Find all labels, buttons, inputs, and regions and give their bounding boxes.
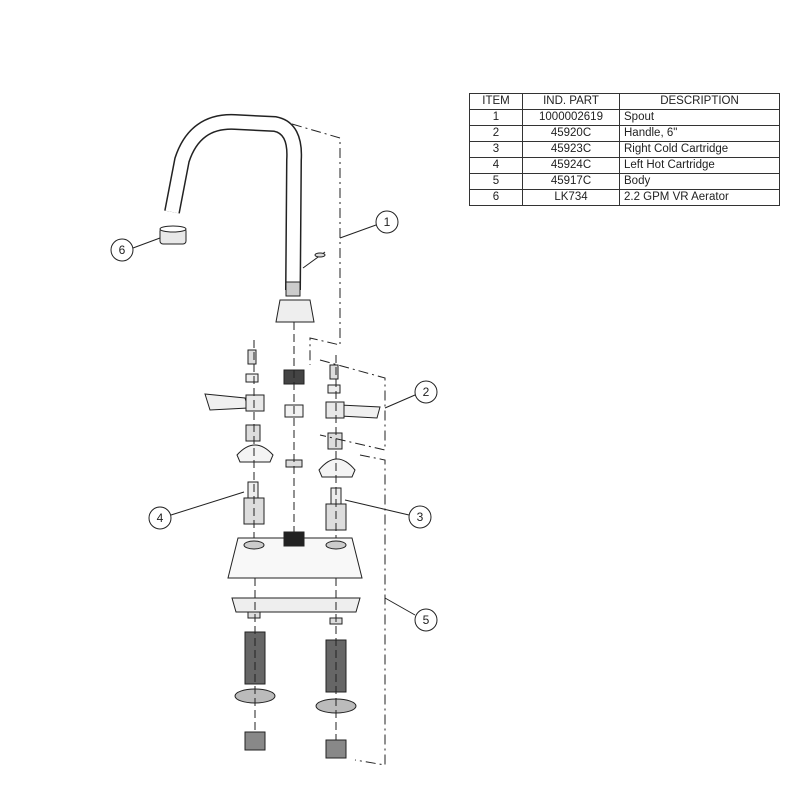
table-header-row: ITEM IND. PART DESCRIPTION xyxy=(469,93,780,110)
faucet-body xyxy=(227,531,363,759)
svg-text:3: 3 xyxy=(417,510,424,524)
header-description: DESCRIPTION xyxy=(619,93,780,110)
grouping-lines xyxy=(291,123,386,766)
aerator xyxy=(159,225,187,245)
cell-item: 6 xyxy=(469,189,523,206)
cell-item: 1 xyxy=(469,109,523,126)
cell-part: 45920C xyxy=(522,125,620,142)
cell-part: 45923C xyxy=(522,141,620,158)
cell-description: 2.2 GPM VR Aerator xyxy=(619,189,780,206)
callout-3: 3 xyxy=(408,505,432,529)
callout-6: 6 xyxy=(110,238,134,262)
cell-part: 45917C xyxy=(522,173,620,190)
spout xyxy=(164,113,326,323)
cell-description: Handle, 6" xyxy=(619,125,780,142)
cell-item: 4 xyxy=(469,157,523,174)
left-handle-assembly xyxy=(204,340,274,540)
header-part: IND. PART xyxy=(522,93,620,110)
svg-text:5: 5 xyxy=(423,613,430,627)
cell-description: Left Hot Cartridge xyxy=(619,157,780,174)
cell-description: Body xyxy=(619,173,780,190)
svg-text:6: 6 xyxy=(119,243,126,257)
cell-item: 5 xyxy=(469,173,523,190)
cell-part: 45924C xyxy=(522,157,620,174)
header-item: ITEM xyxy=(469,93,523,110)
callout-4: 4 xyxy=(148,506,172,530)
callout-1: 1 xyxy=(375,210,399,234)
callout-5: 5 xyxy=(414,608,438,632)
right-handle-assembly xyxy=(318,355,381,545)
cell-part: 1000002619 xyxy=(522,109,620,126)
leader-lines xyxy=(132,224,416,616)
svg-text:4: 4 xyxy=(157,511,164,525)
cell-description: Right Cold Cartridge xyxy=(619,141,780,158)
cell-item: 2 xyxy=(469,125,523,142)
svg-text:1: 1 xyxy=(384,215,391,229)
svg-text:2: 2 xyxy=(423,385,430,399)
cell-item: 3 xyxy=(469,141,523,158)
callout-2: 2 xyxy=(414,380,438,404)
spout-seals xyxy=(283,322,305,535)
cell-part: LK734 xyxy=(522,189,620,206)
cell-description: Spout xyxy=(619,109,780,126)
